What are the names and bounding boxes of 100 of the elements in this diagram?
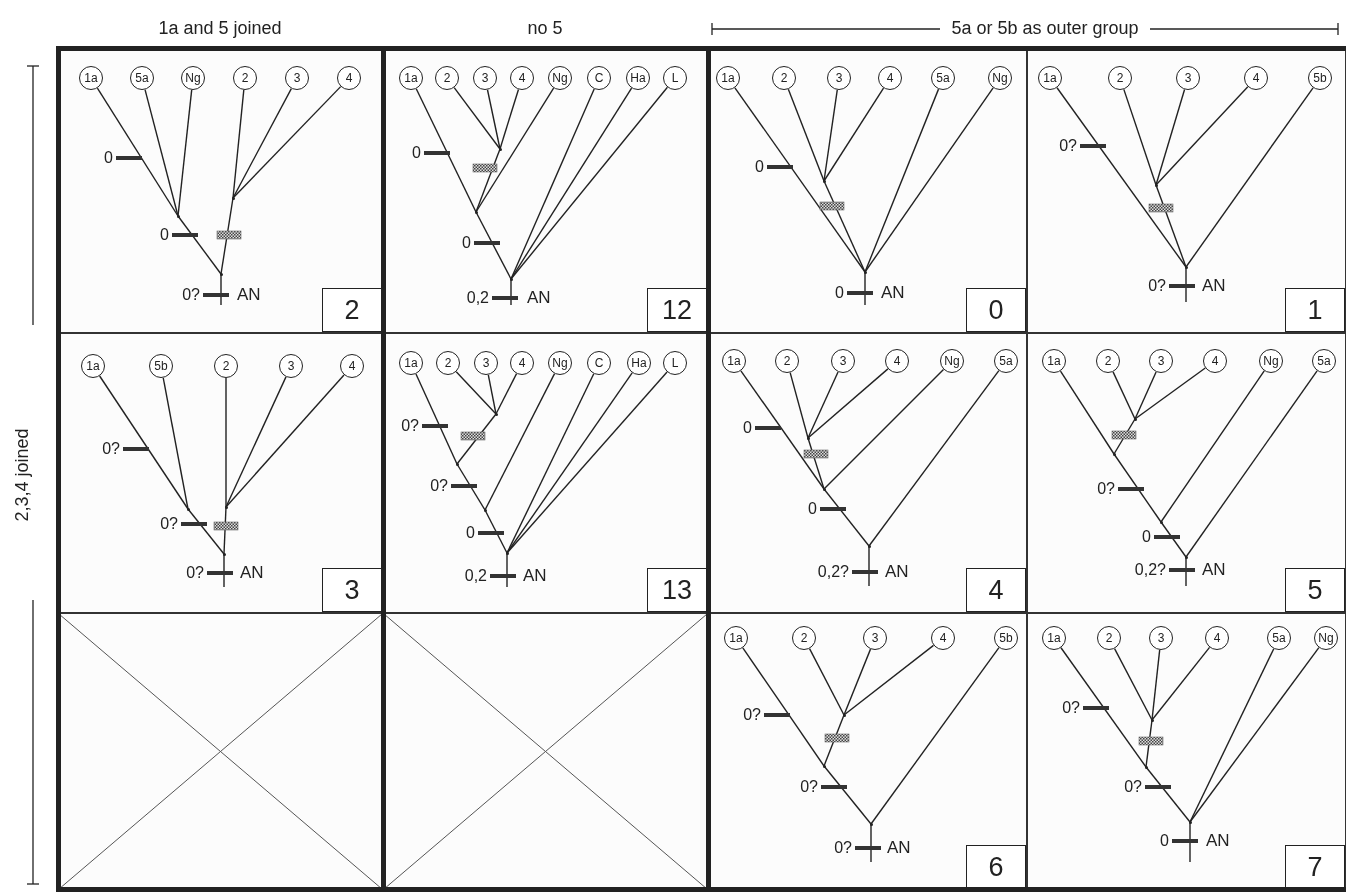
taxon-circle: 3 xyxy=(1176,66,1200,90)
branch-line xyxy=(225,377,227,508)
branch-point xyxy=(483,508,487,512)
branch-line xyxy=(1145,766,1191,823)
branch-line xyxy=(823,368,945,490)
branch-line xyxy=(144,88,179,217)
branch-line xyxy=(868,545,870,587)
tree-panel xyxy=(708,613,1027,890)
mark-label: 0,2 xyxy=(466,289,489,307)
taxon-circle: 1a xyxy=(1042,626,1066,650)
taxon-circle: 2 xyxy=(1096,349,1120,373)
branch-line xyxy=(823,87,885,182)
taxon-circle: 5a xyxy=(130,66,154,90)
branch-line xyxy=(870,823,872,863)
taxon-circle: 2 xyxy=(436,351,460,375)
mark-label: 0,2? xyxy=(817,563,849,581)
taxon-circle: Ng xyxy=(988,66,1012,90)
panel-number: 5 xyxy=(1285,568,1345,612)
branch-line xyxy=(789,371,809,439)
root-label: AN xyxy=(1206,832,1230,850)
branch-point xyxy=(1184,265,1188,269)
mark-label: 0? xyxy=(430,477,448,495)
taxon-circle: Ha xyxy=(627,351,651,375)
branch-line xyxy=(484,373,556,511)
mark-label: 0 xyxy=(160,226,169,244)
taxon-circle: 1a xyxy=(1038,66,1062,90)
root-label: AN xyxy=(881,284,905,302)
branch-line xyxy=(1155,184,1187,268)
taxon-circle: 4 xyxy=(885,349,909,373)
taxon-circle: 3 xyxy=(473,66,497,90)
branch-point xyxy=(1159,520,1163,524)
branch-line xyxy=(870,647,1000,825)
branch-line xyxy=(823,180,866,273)
branch-line xyxy=(823,765,872,825)
branch-line xyxy=(807,371,839,439)
mark-label: 0? xyxy=(834,839,852,857)
panel-number: 4 xyxy=(966,568,1026,612)
branch-line xyxy=(232,85,342,199)
mark-label: 0? xyxy=(182,286,200,304)
taxon-circle: 1a xyxy=(1042,349,1066,373)
branch-line xyxy=(1134,367,1206,420)
branch-line xyxy=(486,89,501,150)
branch-line xyxy=(823,89,838,182)
branch-line xyxy=(1123,88,1157,186)
panel-number: 6 xyxy=(966,845,1026,889)
branch-line xyxy=(843,648,872,716)
tree-panel xyxy=(383,333,708,613)
branch-line xyxy=(220,273,222,306)
branch-point xyxy=(224,505,228,509)
mark-label: 0,2 xyxy=(464,567,487,585)
branch-line xyxy=(1185,556,1187,587)
branch-line xyxy=(506,373,595,554)
branch-line xyxy=(223,506,227,555)
taxon-circle: Ng xyxy=(181,66,205,90)
root-label: AN xyxy=(240,564,264,582)
panel-number: 2 xyxy=(322,288,382,332)
column-heading: 1a and 5 joined xyxy=(158,18,282,38)
branch-line xyxy=(807,368,889,439)
branch-line xyxy=(1112,371,1136,420)
taxon-circle: 2 xyxy=(435,66,459,90)
branch-line xyxy=(98,375,189,510)
branch-point xyxy=(509,277,513,281)
branch-line xyxy=(1185,87,1314,268)
mark-label: 0? xyxy=(186,564,204,582)
taxon-circle: 4 xyxy=(1244,66,1268,90)
row-heading: 2,3,4 joined xyxy=(12,428,32,522)
taxon-circle: 4 xyxy=(878,66,902,90)
branch-point xyxy=(474,210,478,214)
mark-label: 0 xyxy=(1160,832,1169,850)
column-heading: 5a or 5b as outer group xyxy=(951,18,1139,38)
branch-line xyxy=(415,88,477,213)
mark-label: 0,2? xyxy=(1134,561,1166,579)
panel-number: 12 xyxy=(647,288,707,332)
mark-label: 0? xyxy=(1059,137,1077,155)
tree-panel xyxy=(58,333,383,613)
taxon-circle: 5b xyxy=(149,354,173,378)
branch-line xyxy=(864,87,994,273)
branch-line xyxy=(823,714,845,767)
branch-point xyxy=(494,412,498,416)
taxon-circle: 1a xyxy=(79,66,103,90)
root-label: AN xyxy=(527,289,551,307)
branch-line xyxy=(843,644,935,716)
branch-line xyxy=(506,552,508,588)
branch-line xyxy=(220,197,234,275)
branch-line xyxy=(96,87,179,217)
mark-label: 0? xyxy=(1062,699,1080,717)
branch-line xyxy=(225,374,345,508)
branch-line xyxy=(225,376,287,508)
branch-line xyxy=(1151,646,1211,721)
tree-panel xyxy=(1027,48,1346,333)
branch-point xyxy=(869,822,873,826)
branch-point xyxy=(1144,765,1148,769)
taxon-circle: 2 xyxy=(775,349,799,373)
branch-line xyxy=(734,87,866,273)
branch-point xyxy=(867,544,871,548)
branch-line xyxy=(1145,719,1153,768)
branch-line xyxy=(1155,86,1249,186)
mark-label: 0 xyxy=(808,500,817,518)
branch-line xyxy=(1113,418,1136,455)
branch-line xyxy=(415,373,458,465)
